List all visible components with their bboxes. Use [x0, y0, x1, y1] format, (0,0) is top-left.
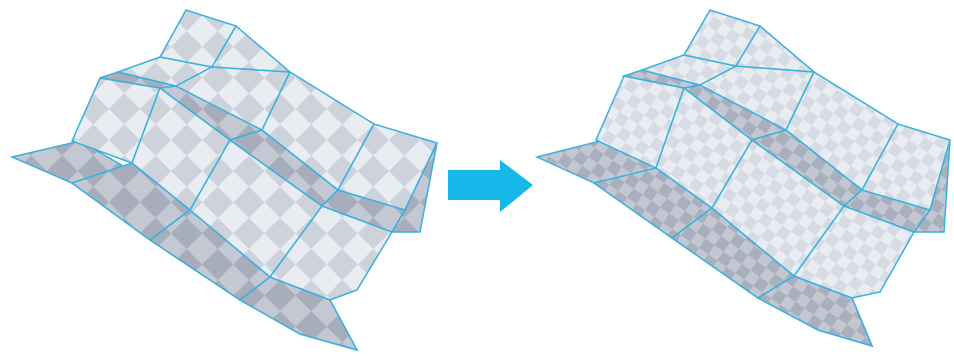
mesh-after [537, 10, 950, 346]
transform-arrow-icon [448, 160, 533, 212]
mesh-before [12, 10, 437, 350]
